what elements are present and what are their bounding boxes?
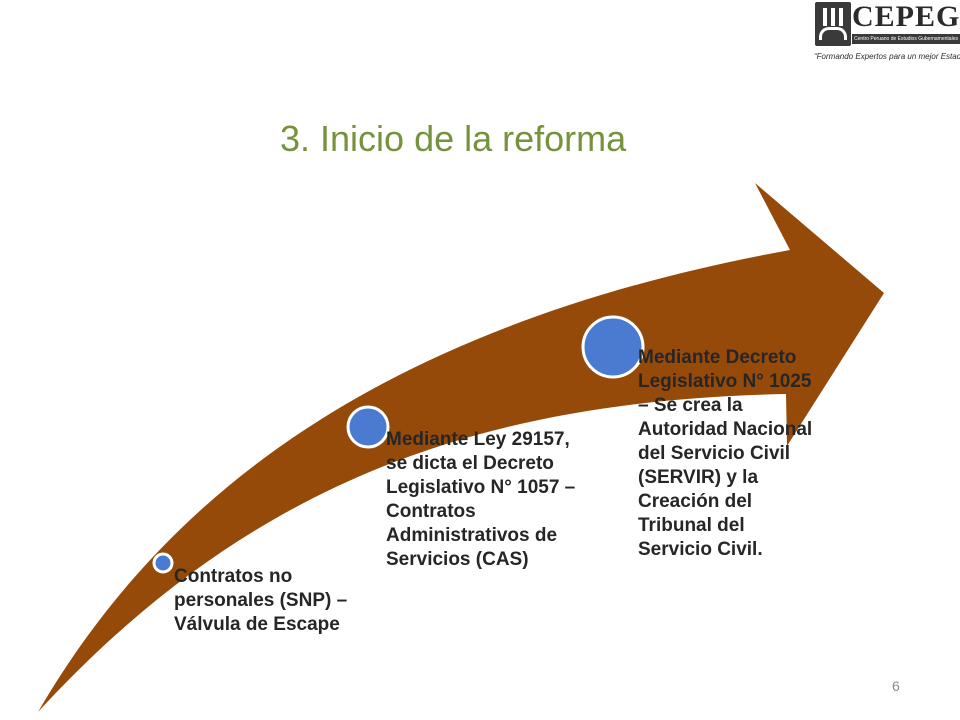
step-marker-3 bbox=[581, 315, 645, 379]
step-text-1: Contratos no personales (SNP) – Válvula … bbox=[174, 566, 348, 635]
step-text-2: Mediante Ley 29157, se dicta el Decreto … bbox=[386, 429, 576, 570]
logo-name: CEPEG bbox=[852, 0, 960, 33]
cepeg-logo: CEPEG Centro Peruano de Estudios Guberna… bbox=[808, 0, 960, 66]
logo-subtitle: Centro Peruano de Estudios Gubernamental… bbox=[852, 34, 960, 44]
curved-arrow-icon bbox=[38, 183, 884, 712]
step-marker-2 bbox=[346, 405, 390, 449]
page-number: 6 bbox=[892, 678, 900, 694]
columns-emblem-icon bbox=[815, 2, 851, 46]
step-text-3: Mediante Decreto Legislativo N° 1025 – S… bbox=[638, 347, 813, 560]
step-marker-1 bbox=[152, 552, 174, 574]
slide-title: 3. Inicio de la reforma bbox=[280, 118, 627, 159]
logo-slogan: “Formando Expertos para un mejor Estado” bbox=[814, 52, 960, 61]
